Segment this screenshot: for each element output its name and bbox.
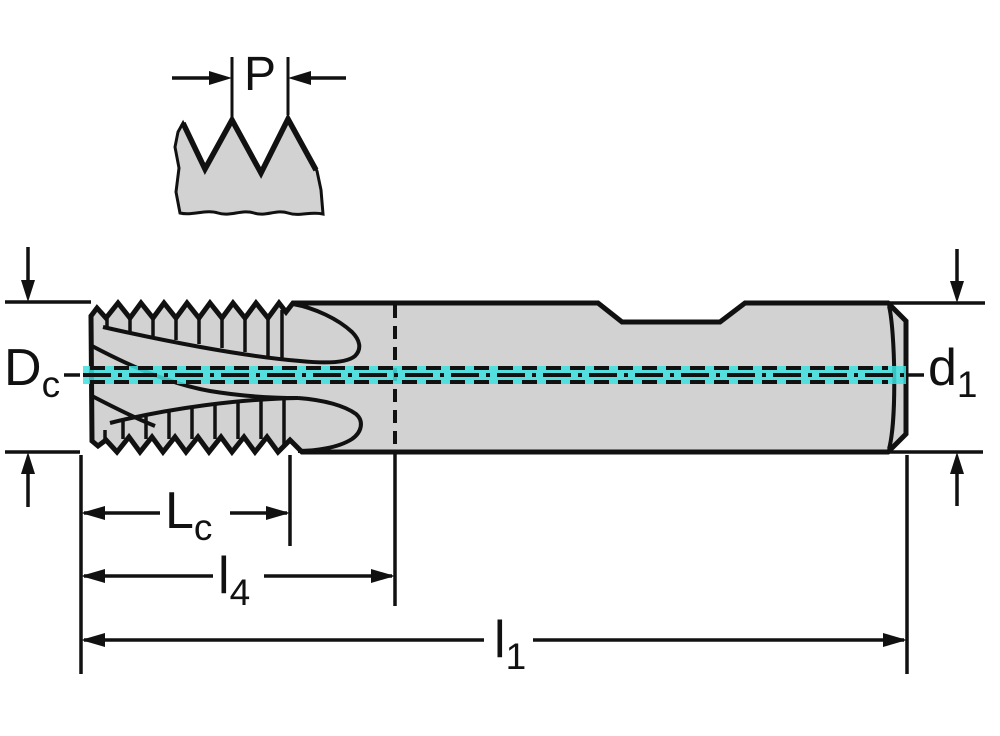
d1-arrowhead-top (950, 281, 964, 303)
center-axis-overdraw (83, 366, 906, 384)
lower-thread-flank-lines (103, 399, 286, 446)
overall-length-main: l (494, 611, 506, 669)
center-axis-cyan-band (83, 366, 906, 384)
pitch-arrowhead-right (288, 71, 311, 85)
pitch-label: P (244, 51, 276, 99)
lc-arrowhead-right (266, 506, 290, 520)
l4-arrowhead-left (81, 569, 105, 583)
line-work-group (5, 57, 985, 674)
cutting-diameter-main: D (4, 339, 42, 397)
lower-left-flute-curve (91, 394, 156, 428)
overall-length-label: l1 (494, 614, 526, 675)
thread-length-sub: c (193, 507, 213, 548)
shank-diameter-main: d (928, 339, 957, 397)
lc-arrowhead-left (81, 506, 105, 520)
reach-length-main: l (218, 547, 230, 605)
pitch-label-text: P (244, 48, 277, 101)
d1-arrowhead-bottom (950, 452, 964, 474)
dimension-lines (5, 247, 985, 674)
upper-flute-outline (102, 302, 362, 365)
dc-arrowhead-top (21, 280, 35, 302)
flute-grooves (91, 302, 363, 453)
cutting-diameter-sub: c (41, 364, 61, 405)
shank-diameter-sub: 1 (956, 364, 978, 405)
dc-arrowhead-bottom (21, 452, 35, 474)
arrow-heads (21, 71, 964, 647)
cutting-diameter-label: Dc (4, 342, 60, 403)
reach-length-sub: 4 (229, 572, 251, 613)
pitch-thread-profile (173, 115, 325, 216)
l1-arrowhead-right (883, 633, 907, 647)
l4-arrowhead-right (371, 569, 395, 583)
upper-thread-flank-lines (105, 310, 284, 358)
overall-length-sub: 1 (505, 636, 527, 677)
thread-length-label: Lc (165, 485, 212, 546)
pitch-arrowhead-left (209, 71, 232, 85)
pitch-detail-figure (172, 57, 346, 216)
shank-diameter-label: d1 (928, 342, 978, 403)
reach-length-label: l4 (218, 550, 250, 611)
thread-length-main: L (165, 482, 194, 540)
lower-flute-outline (297, 396, 363, 453)
pitch-thread-zigzag-edge (180, 113, 319, 179)
l1-arrowhead-left (81, 633, 105, 647)
